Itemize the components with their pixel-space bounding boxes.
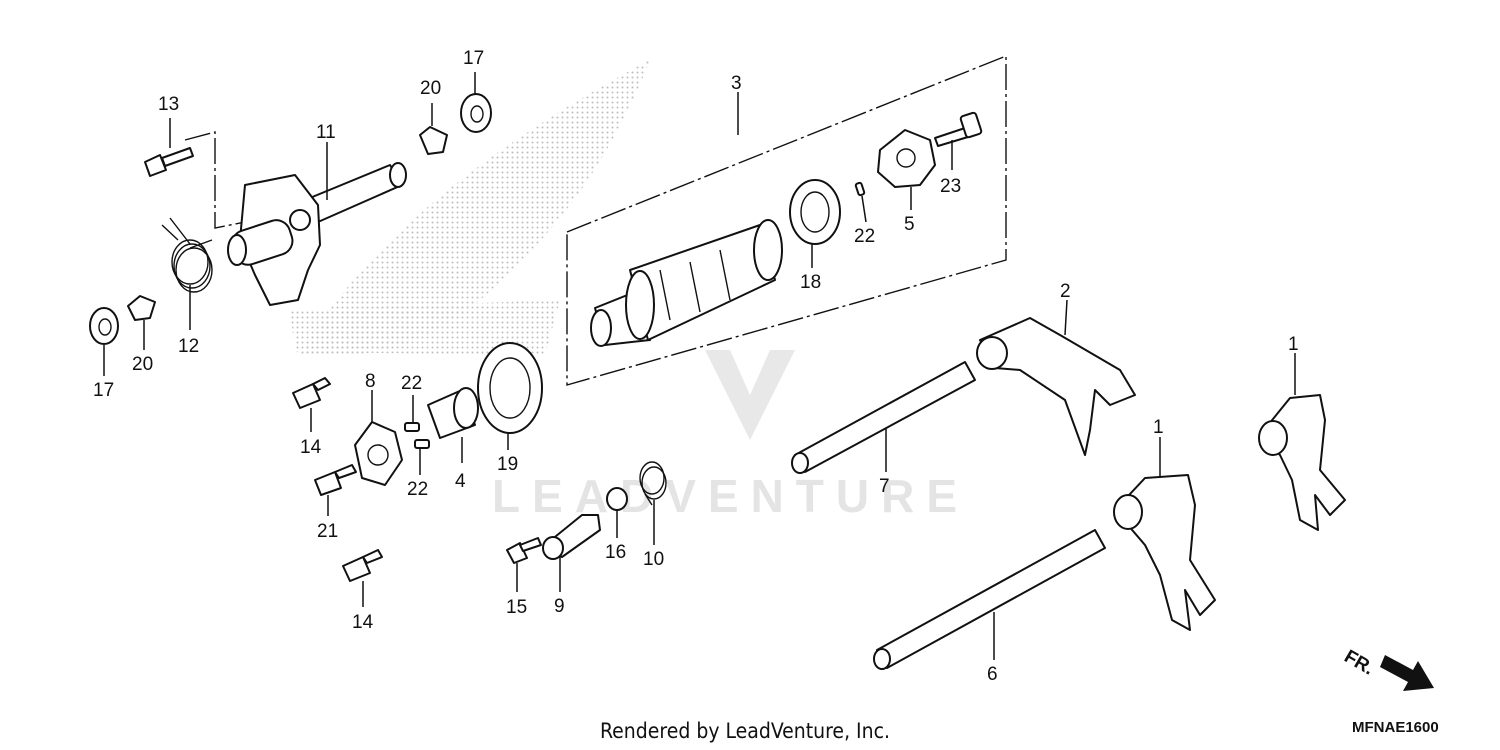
part-20-clip-top	[419, 126, 448, 155]
callout-4: 4	[455, 471, 466, 492]
part-6-fork-shaft	[876, 529, 1106, 669]
callout-1-center: 1	[1153, 417, 1164, 438]
callout-10: 10	[643, 549, 664, 570]
part-7-fork-shaft	[794, 361, 976, 473]
callout-7: 7	[879, 476, 890, 497]
part-18-bearing	[789, 179, 841, 245]
callout-2: 2	[1060, 281, 1071, 302]
watermark-text: LEADVENTURE	[492, 470, 969, 522]
part-17-washer-top	[460, 93, 492, 133]
front-direction-indicator: FR.	[1341, 646, 1434, 691]
part-22-pin-top	[854, 181, 866, 197]
part-11-shift-spindle	[227, 162, 407, 306]
callout-14-top: 14	[300, 437, 322, 458]
callout-16: 16	[605, 542, 626, 563]
part-19-bearing	[477, 342, 543, 434]
part-13-bolt	[144, 147, 194, 177]
callout-9: 9	[554, 596, 565, 617]
leadventure-watermark: LEADVENTURE	[492, 350, 969, 522]
callout-8: 8	[365, 371, 376, 392]
part-5-drum-center	[877, 129, 936, 188]
part-22-pin-b	[414, 439, 430, 449]
callout-6: 6	[987, 664, 998, 685]
part-10-stopper-spring	[639, 461, 667, 506]
part-2-shift-fork	[979, 317, 1136, 456]
part-15-bolt	[506, 537, 542, 564]
diagram-code: MFNAE1600	[1352, 719, 1439, 736]
callout-22-lower: 22	[407, 479, 428, 500]
callout-15: 15	[506, 597, 527, 618]
callout-3: 3	[731, 73, 742, 94]
part-3-shift-drum	[590, 219, 783, 347]
callout-20-top: 20	[420, 78, 441, 99]
assembly-box-3	[566, 54, 1007, 386]
render-credit: Rendered by LeadVenture, Inc.	[600, 719, 890, 743]
callout-12: 12	[178, 336, 199, 357]
part-14-bolt-bottom	[342, 549, 383, 582]
callout-labels: 1 1 2 3 4 5 6 7 8 9 10 11 12 13 14 14 15…	[93, 48, 1299, 685]
part-22-pin-a	[404, 422, 420, 432]
callout-5: 5	[904, 214, 915, 235]
callout-23: 23	[940, 176, 961, 197]
callout-18: 18	[800, 272, 821, 293]
callout-22-top: 22	[854, 226, 875, 247]
front-label: FR.	[1341, 646, 1378, 679]
leader-lines	[103, 72, 1296, 660]
part-14-bolt-top	[292, 377, 331, 409]
part-1-shift-fork-right	[1259, 394, 1346, 531]
callout-21: 21	[317, 521, 338, 542]
assembly-box-11	[184, 131, 246, 229]
callout-22-upper: 22	[401, 373, 422, 394]
front-arrow-icon	[1380, 655, 1434, 691]
part-17-washer-left	[89, 307, 119, 345]
part-21-bolt	[314, 464, 357, 496]
part-20-clip-left	[127, 295, 156, 321]
callout-20-left: 20	[132, 354, 153, 375]
callout-11: 11	[316, 122, 336, 143]
part-8-stopper-plate	[354, 421, 403, 486]
callout-17-left: 17	[93, 380, 114, 401]
part-16-washer	[606, 487, 628, 511]
part-12-return-spring	[161, 217, 213, 293]
brand-wing-emblem	[290, 60, 650, 357]
callout-19: 19	[497, 454, 518, 475]
callout-14-bottom: 14	[352, 612, 374, 633]
callout-17-top: 17	[463, 48, 484, 69]
callout-13: 13	[158, 94, 179, 115]
callout-1-right: 1	[1288, 334, 1299, 355]
